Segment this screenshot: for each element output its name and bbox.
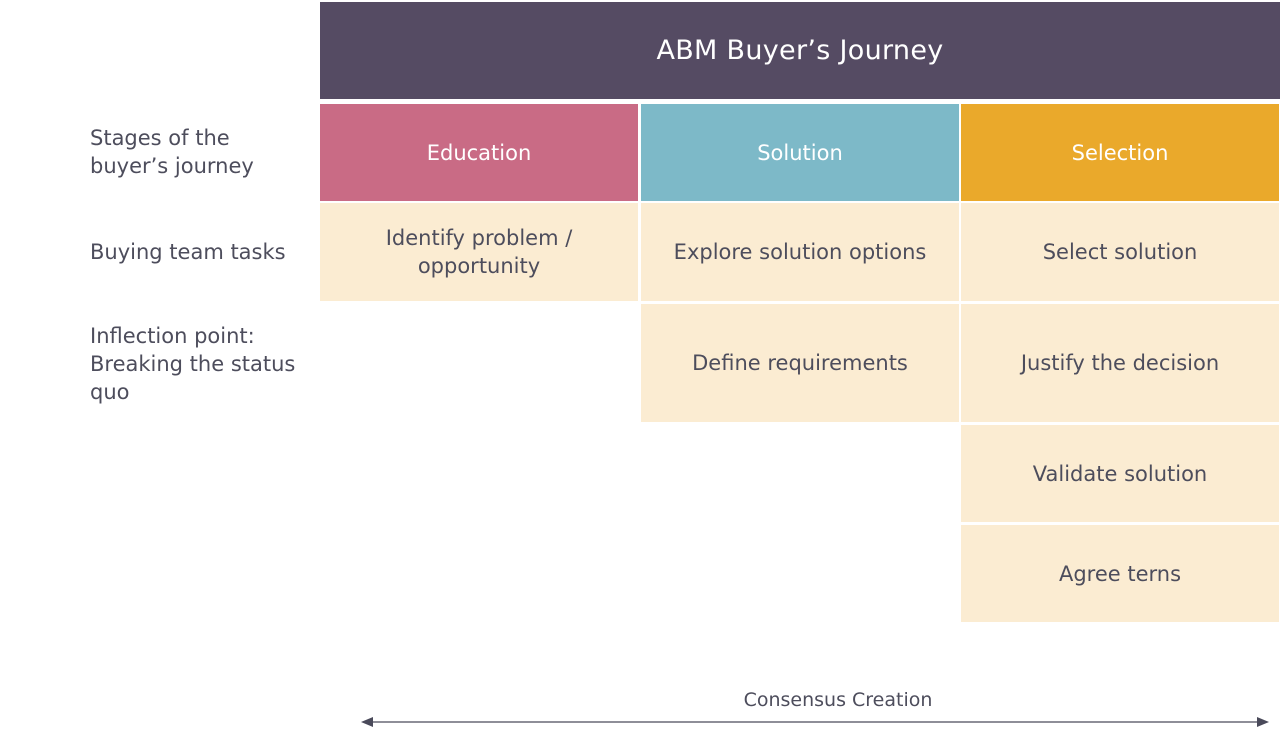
stage-selection: Selection [961,104,1279,201]
task-define-requirements: Define requirements [641,304,959,422]
task-justify-decision: Justify the decision [961,304,1279,422]
row-label-inflection: Inflection point: Breaking the status qu… [90,324,296,404]
consensus-arrow [361,717,1269,727]
task-select-solution: Select solution [961,203,1279,301]
task-explore-options: Explore solution options [641,203,959,301]
task-agree-terms: Agree terns [961,525,1279,622]
row-label-stages: Stages of the buyer’s journey [90,126,254,178]
consensus-label: Consensus Creation [743,689,933,711]
stage-solution: Solution [641,104,959,201]
stage-education: Education [320,104,638,201]
diagram-title: ABM Buyer’s Journey [320,2,1280,99]
row-label-tasks: Buying team tasks [90,240,286,264]
task-validate-solution: Validate solution [961,425,1279,522]
task-identify-problem: Identify problem / opportunity [320,203,638,301]
